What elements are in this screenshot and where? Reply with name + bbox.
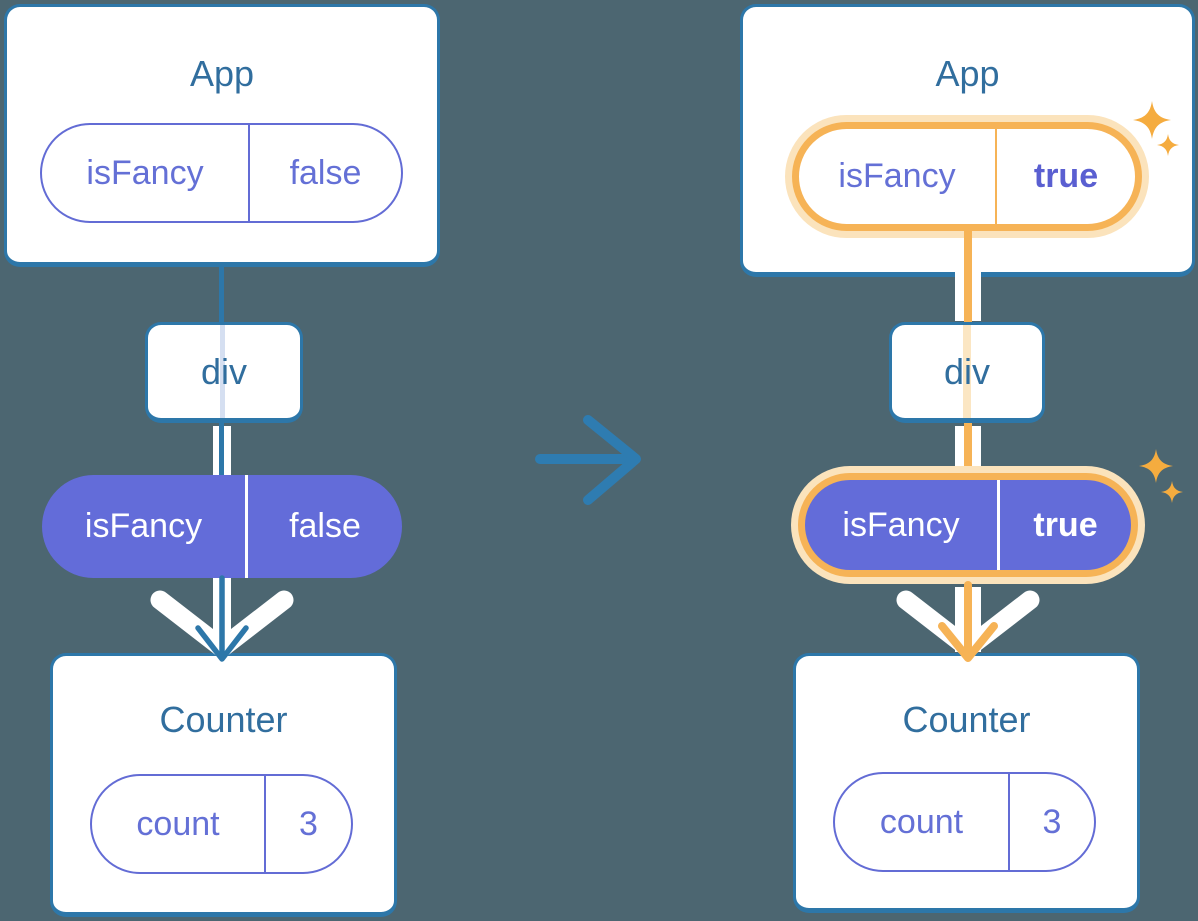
right-counter-title: Counter: [902, 699, 1031, 740]
left-div-card: div: [145, 322, 303, 423]
left-prop-to-counter-band: [213, 578, 231, 652]
left-div-inner-line: [220, 325, 225, 418]
left-counter-state-pill: count 3: [90, 774, 353, 874]
state-value: 3: [1042, 802, 1062, 841]
prop-key: isFancy: [42, 475, 248, 578]
left-app-to-div-line: [219, 265, 224, 325]
left-app-state-pill: isFancy false: [40, 123, 403, 223]
state-key: isFancy: [799, 129, 997, 224]
state-value: true: [1033, 157, 1099, 195]
right-counter-state-pill: count 3: [833, 772, 1096, 872]
right-app-title: App: [935, 53, 1000, 94]
prop-value: false: [289, 507, 361, 545]
right-div-to-prop-line: [964, 423, 972, 471]
sparkle-icon: [1139, 449, 1183, 503]
state-key: isFancy: [42, 125, 250, 221]
right-app-state-pill: isFancy true: [792, 122, 1142, 231]
left-counter-title: Counter: [159, 699, 288, 740]
prop-key: isFancy: [805, 480, 1000, 570]
prop-value: true: [1033, 505, 1098, 544]
state-value: 3: [299, 804, 318, 843]
right-prop-pill: isFancy true: [798, 473, 1138, 577]
right-div-title: div: [943, 351, 991, 392]
left-div-title: div: [200, 351, 248, 392]
transition-arrow-icon: [535, 415, 641, 505]
left-prop-pill: isFancy false: [42, 475, 402, 578]
right-div-card: div: [889, 322, 1045, 423]
right-div-inner-line: [963, 325, 971, 418]
right-app-to-div-line: [964, 231, 972, 322]
right-prop-to-counter-band: [955, 587, 981, 652]
state-key: count: [835, 774, 1010, 870]
left-div-to-prop-line: [219, 423, 224, 478]
left-app-title: App: [189, 53, 255, 94]
state-value: false: [289, 153, 362, 192]
state-key: count: [92, 776, 266, 872]
